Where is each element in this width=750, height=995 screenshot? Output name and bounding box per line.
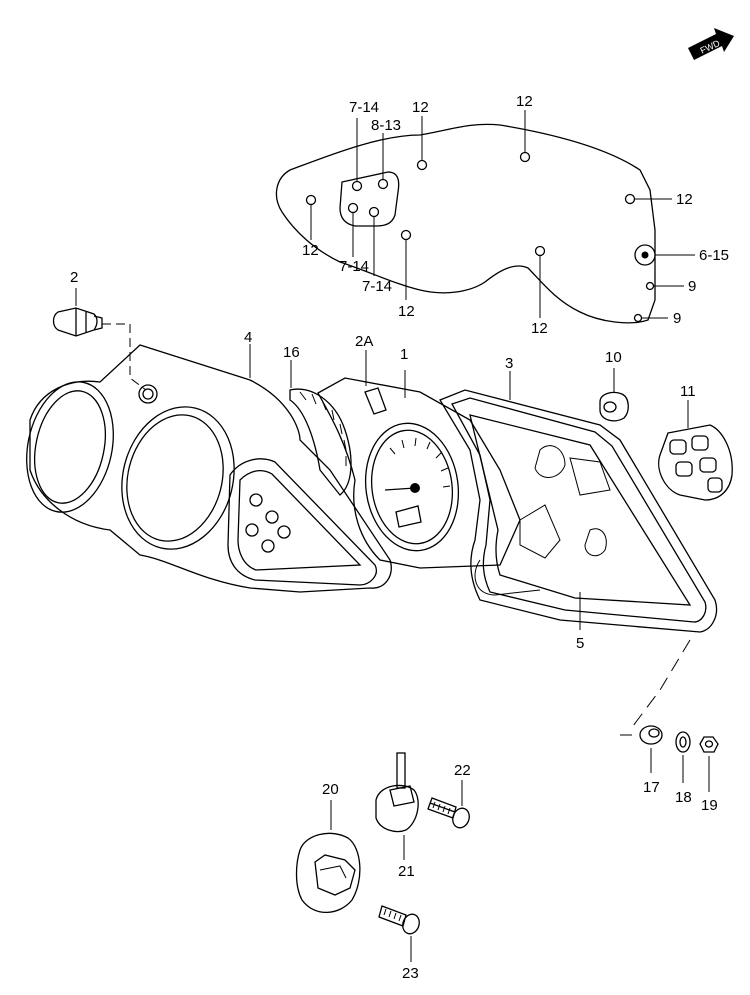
cover-plate xyxy=(275,123,656,324)
label-2: 2 xyxy=(70,269,78,286)
label-18: 18 xyxy=(675,789,692,806)
screw-23 xyxy=(378,905,420,962)
rear-case xyxy=(439,371,718,633)
meter-assembly xyxy=(317,350,521,569)
label-12-e: 12 xyxy=(398,303,415,320)
label-5: 5 xyxy=(576,635,584,652)
label-8-13: 8-13 xyxy=(371,117,401,134)
fwd-arrow-badge: FWD xyxy=(688,28,734,60)
label-23: 23 xyxy=(402,965,419,982)
part-20 xyxy=(295,800,361,913)
leader-lines-top xyxy=(310,110,695,319)
label-22: 22 xyxy=(454,762,471,779)
hole-7-14-a xyxy=(347,202,359,214)
hole-7-14-top xyxy=(351,180,363,192)
label-16: 16 xyxy=(283,344,300,361)
label-9-b: 9 xyxy=(673,310,681,327)
rubber-11 xyxy=(658,400,733,501)
label-7-14-top: 7-14 xyxy=(349,99,379,116)
label-11: 11 xyxy=(680,383,696,400)
label-6-15: 6-15 xyxy=(699,247,729,264)
label-9-a: 9 xyxy=(688,278,696,295)
label-2a: 2A xyxy=(355,333,373,350)
label-12-b: 12 xyxy=(516,93,533,110)
bulb-socket xyxy=(52,288,147,391)
nut-19 xyxy=(699,736,719,792)
hole-8-13 xyxy=(377,178,389,190)
label-4: 4 xyxy=(244,329,252,346)
label-12-a: 12 xyxy=(412,99,429,116)
nut-17 xyxy=(639,725,663,773)
label-10: 10 xyxy=(605,349,622,366)
label-3: 3 xyxy=(505,355,513,372)
label-12-c: 12 xyxy=(676,191,693,208)
label-1: 1 xyxy=(400,346,408,363)
label-7-14-a: 7-14 xyxy=(339,258,369,275)
label-17: 17 xyxy=(643,779,660,796)
assembly-line xyxy=(629,639,691,731)
washer-18 xyxy=(675,731,691,783)
screw-22 xyxy=(427,780,470,829)
label-21: 21 xyxy=(398,863,415,880)
label-20: 20 xyxy=(322,781,339,798)
label-12-d: 12 xyxy=(302,242,319,259)
hole-7-14-b xyxy=(368,206,380,218)
meter-case xyxy=(26,344,392,593)
label-7-14-b: 7-14 xyxy=(362,278,392,295)
grommet-10 xyxy=(599,368,629,422)
label-19: 19 xyxy=(701,797,718,814)
label-12-f: 12 xyxy=(531,320,548,337)
part-21 xyxy=(375,752,419,860)
